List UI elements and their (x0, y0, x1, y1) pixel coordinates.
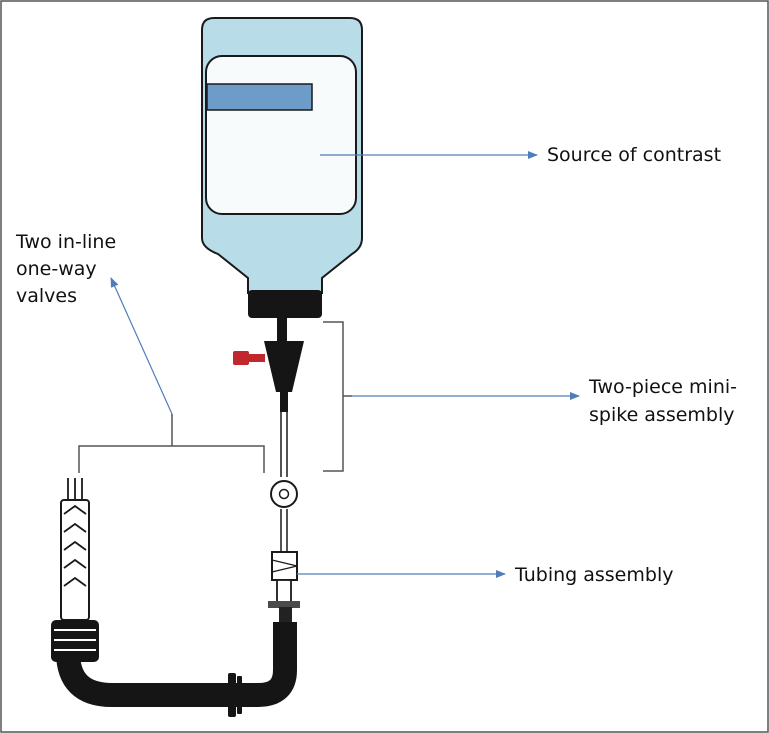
inline-valve (270, 480, 298, 508)
valves-bracket (78, 414, 265, 473)
spike-bracket (323, 321, 352, 472)
valves-arrow (110, 277, 173, 415)
syringe-icon (51, 478, 99, 662)
bottle-cap (248, 290, 322, 318)
mini-spike-icon (233, 318, 304, 552)
spike-label-line2: spike assembly (589, 404, 735, 426)
contrast-bottle-icon (201, 17, 363, 318)
bottle-label-stripe (206, 83, 313, 111)
tubing-connector-icon (268, 551, 300, 623)
source-label: Source of contrast (547, 144, 722, 166)
tubing-clamp (228, 673, 236, 717)
valves-label-line2: one-way (16, 258, 97, 280)
bottle-label-panel (205, 55, 357, 215)
tubing-label: Tubing assembly (515, 564, 674, 586)
valves-label-line1: Two in-line (16, 231, 117, 253)
stopcock-handle (233, 351, 249, 365)
valves-label-line3: valves (16, 285, 77, 307)
tubing-icon (56, 622, 297, 717)
spike-label-line1: Two-piece mini- (589, 376, 738, 398)
